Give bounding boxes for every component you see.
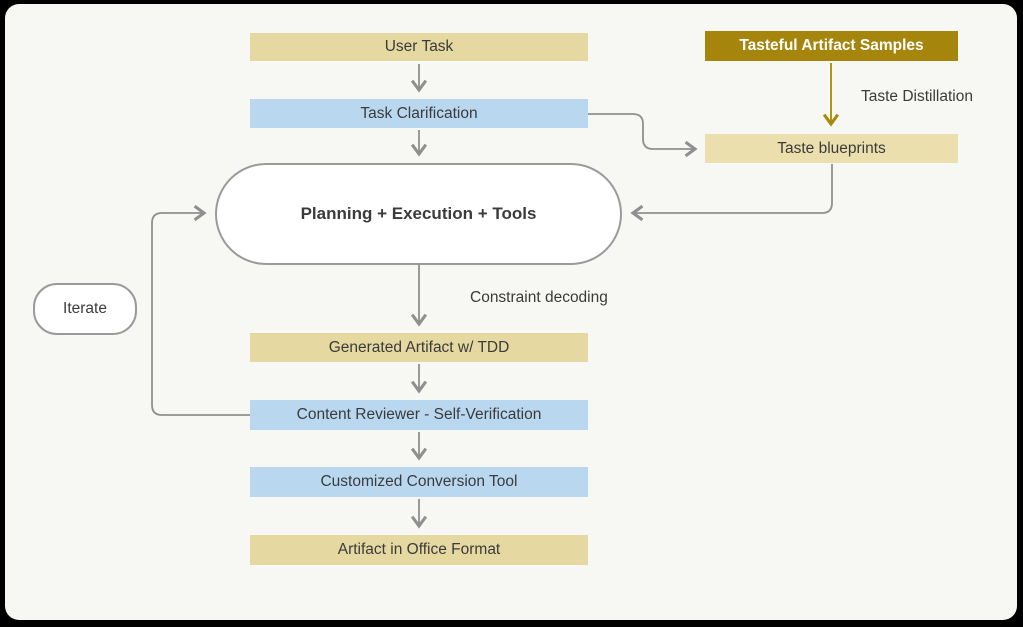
diagram-canvas: User Task Task Clarification Planning + … [5,4,1017,620]
node-tasteful-artifact-samples: Tasteful Artifact Samples [705,31,958,61]
node-generated-artifact: Generated Artifact w/ TDD [250,333,588,362]
node-iterate-label: Iterate [63,300,107,318]
edge-task-clarification-to-blueprints [588,113,698,158]
node-taste-blueprints-label: Taste blueprints [777,139,886,157]
node-user-task-label: User Task [384,38,454,56]
node-planning-execution-tools: Planning + Execution + Tools [215,163,622,265]
node-artifact-office-label: Artifact in Office Format [337,541,501,559]
node-tasteful-samples-label: Tasteful Artifact Samples [739,37,924,55]
node-conversion-tool-label: Customized Conversion Tool [320,473,518,491]
node-artifact-office-format: Artifact in Office Format [250,535,588,565]
node-user-task: User Task [250,33,588,61]
node-planning-label: Planning + Execution + Tools [300,203,537,223]
edge-blueprints-to-planning [630,164,833,222]
node-content-reviewer: Content Reviewer - Self-Verification [250,400,588,430]
node-task-clarification: Task Clarification [250,99,588,128]
edge-label-taste-distillation: Taste Distillation [861,88,973,105]
node-iterate: Iterate [33,283,137,335]
edge-label-constraint-decoding: Constraint decoding [470,289,608,306]
node-generated-artifact-label: Generated Artifact w/ TDD [328,338,510,356]
node-content-reviewer-label: Content Reviewer - Self-Verification [296,406,542,424]
node-task-clarification-label: Task Clarification [360,104,478,122]
node-taste-blueprints: Taste blueprints [705,134,958,163]
node-conversion-tool: Customized Conversion Tool [250,467,588,497]
